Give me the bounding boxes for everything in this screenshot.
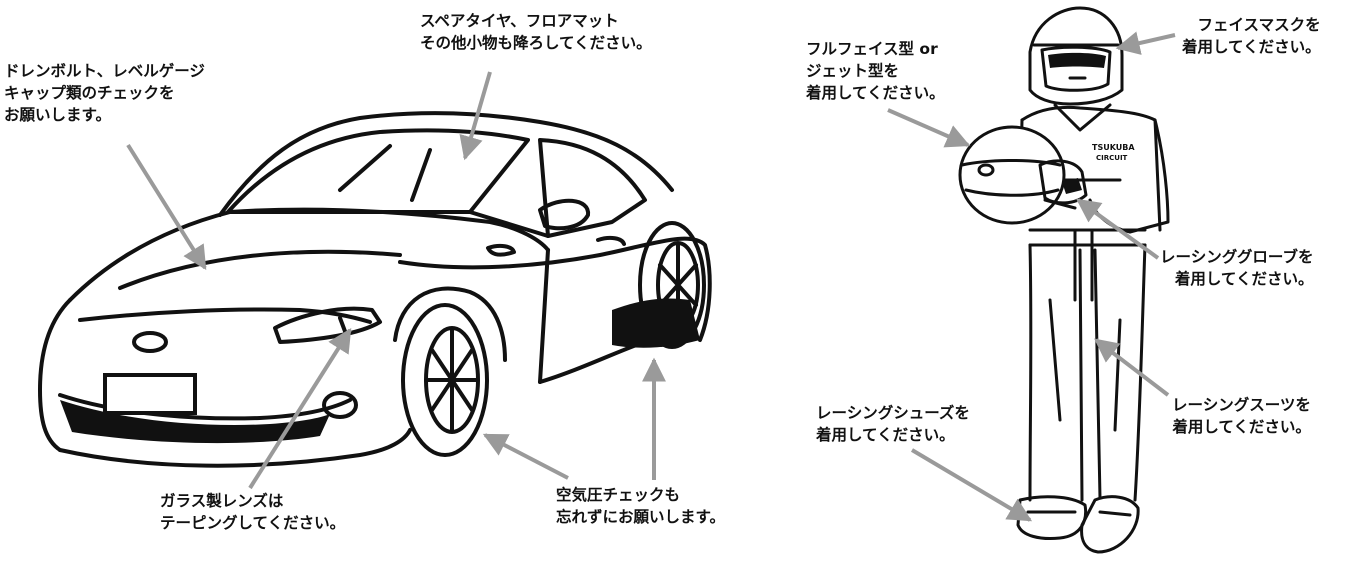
label-helmet-line-2: ジェット型を <box>806 62 900 80</box>
label-shoes-line-2: 着用してください。 <box>816 426 955 444</box>
label-lens-line-2: テーピングしてください。 <box>160 514 346 532</box>
label-spare-line-2: その他小物も降ろしてください。 <box>420 34 652 52</box>
driver-fills <box>1048 52 1106 194</box>
label-drain-line-2: キャップ類のチェックを <box>4 84 175 102</box>
label-suit-line-1: レーシングスーツを <box>1172 396 1311 414</box>
label-face-mask: フェイスマスクを 着用してください。 <box>1182 14 1321 58</box>
arrow-suit <box>1094 338 1170 397</box>
label-mask-line-1: フェイスマスクを <box>1197 16 1321 34</box>
car-fills <box>60 298 700 444</box>
suit-logo-line-2: CIRCUIT <box>1096 154 1128 162</box>
label-drain-bolt: ドレンボルト、レベルゲージ キャップ類のチェックを お願いします。 <box>4 60 205 126</box>
arrow-gloves <box>1076 198 1160 260</box>
label-racing-suit: レーシングスーツを 着用してください。 <box>1172 394 1311 438</box>
suit-logo-line-1: TSUKUBA <box>1092 143 1135 152</box>
arrow-helmet <box>887 108 971 148</box>
arrow-lens <box>248 327 352 490</box>
label-spare-line-1: スペアタイヤ、フロアマット <box>420 12 619 30</box>
label-gloves-line-2: 着用してください。 <box>1174 270 1314 288</box>
arrow-air-front <box>482 433 569 480</box>
label-mask-line-2: 着用してください。 <box>1182 38 1321 56</box>
arrow-drain <box>126 143 207 271</box>
label-racing-shoes: レーシングシューズを 着用してください。 <box>816 402 970 446</box>
callout-arrows <box>126 31 1176 522</box>
label-air-line-2: 忘れずにお願いします。 <box>556 508 725 526</box>
label-helmet-line-3: 着用してください。 <box>806 84 945 102</box>
label-lens-line-1: ガラス製レンズは <box>160 492 284 510</box>
driver-illustration <box>958 6 1170 554</box>
arrow-mask <box>1115 31 1176 55</box>
label-air-pressure: 空気圧チェックも 忘れずにお願いします。 <box>556 484 725 528</box>
label-air-line-1: 空気圧チェックも <box>556 486 681 504</box>
arrow-shoes <box>910 448 1033 522</box>
label-helmet-line-1: フルフェイス型 or <box>806 40 938 58</box>
label-gloves-line-1: レーシンググローブを <box>1160 248 1314 266</box>
label-shoes-line-1: レーシングシューズを <box>816 404 970 422</box>
label-glass-lens: ガラス製レンズは テーピングしてください。 <box>160 490 345 534</box>
label-drain-line-1: ドレンボルト、レベルゲージ <box>4 62 205 80</box>
label-drain-line-3: お願いします。 <box>4 106 111 124</box>
label-helmet: フルフェイス型 or ジェット型を 着用してください。 <box>806 38 945 104</box>
label-suit-line-2: 着用してください。 <box>1172 418 1311 436</box>
arrow-spare <box>459 71 492 161</box>
label-racing-gloves: レーシンググローブを 着用してください。 <box>1160 246 1313 290</box>
label-spare-tire: スペアタイヤ、フロアマット その他小物も降ろしてください。 <box>420 10 652 54</box>
